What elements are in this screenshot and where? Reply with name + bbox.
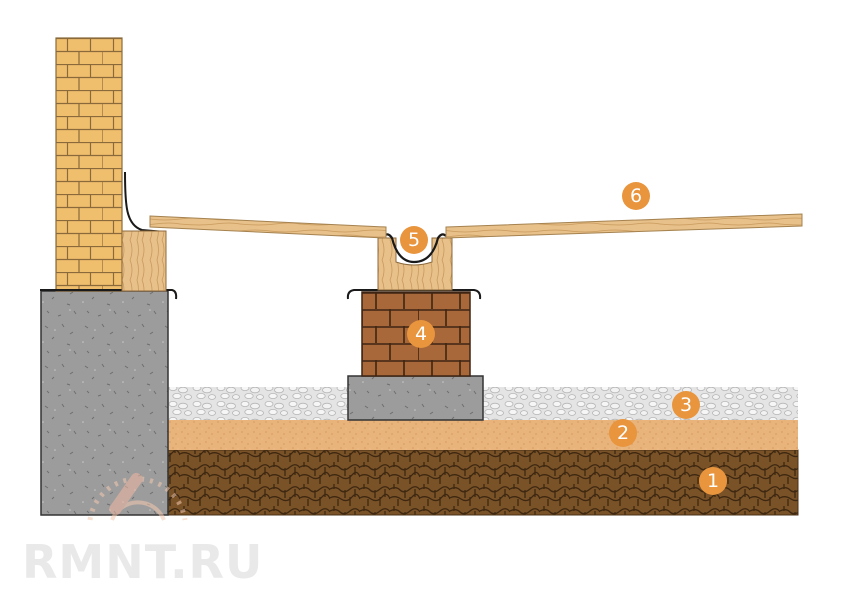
svg-text:4: 4 bbox=[415, 323, 427, 345]
callout-2: 2 bbox=[609, 419, 637, 447]
callout-6: 6 bbox=[622, 182, 650, 210]
foundation-waterproofing bbox=[40, 289, 178, 300]
svg-text:5: 5 bbox=[408, 229, 420, 251]
svg-text:1: 1 bbox=[707, 470, 719, 492]
brick-wall bbox=[55, 37, 123, 292]
floor-board-right bbox=[445, 213, 803, 239]
callout-4: 4 bbox=[407, 320, 435, 348]
concrete-foundation bbox=[40, 290, 169, 516]
svg-text:6: 6 bbox=[630, 185, 642, 207]
callout-3: 3 bbox=[672, 391, 700, 419]
wall-side-beam bbox=[121, 230, 167, 292]
callout-5: 5 bbox=[400, 226, 428, 254]
svg-text:2: 2 bbox=[617, 422, 629, 444]
svg-text:3: 3 bbox=[680, 394, 692, 416]
post-concrete-pad bbox=[347, 375, 484, 421]
soil-layer bbox=[167, 449, 799, 516]
floor-board-left bbox=[149, 215, 387, 239]
callout-1: 1 bbox=[699, 467, 727, 495]
rmnt-logo-watermark bbox=[87, 472, 188, 521]
sand-layer bbox=[168, 420, 798, 450]
joist-waterproofing-loop bbox=[383, 233, 447, 264]
wall-waterproofing-strip bbox=[124, 171, 166, 233]
watermark-text: RMNT.RU bbox=[22, 535, 263, 589]
